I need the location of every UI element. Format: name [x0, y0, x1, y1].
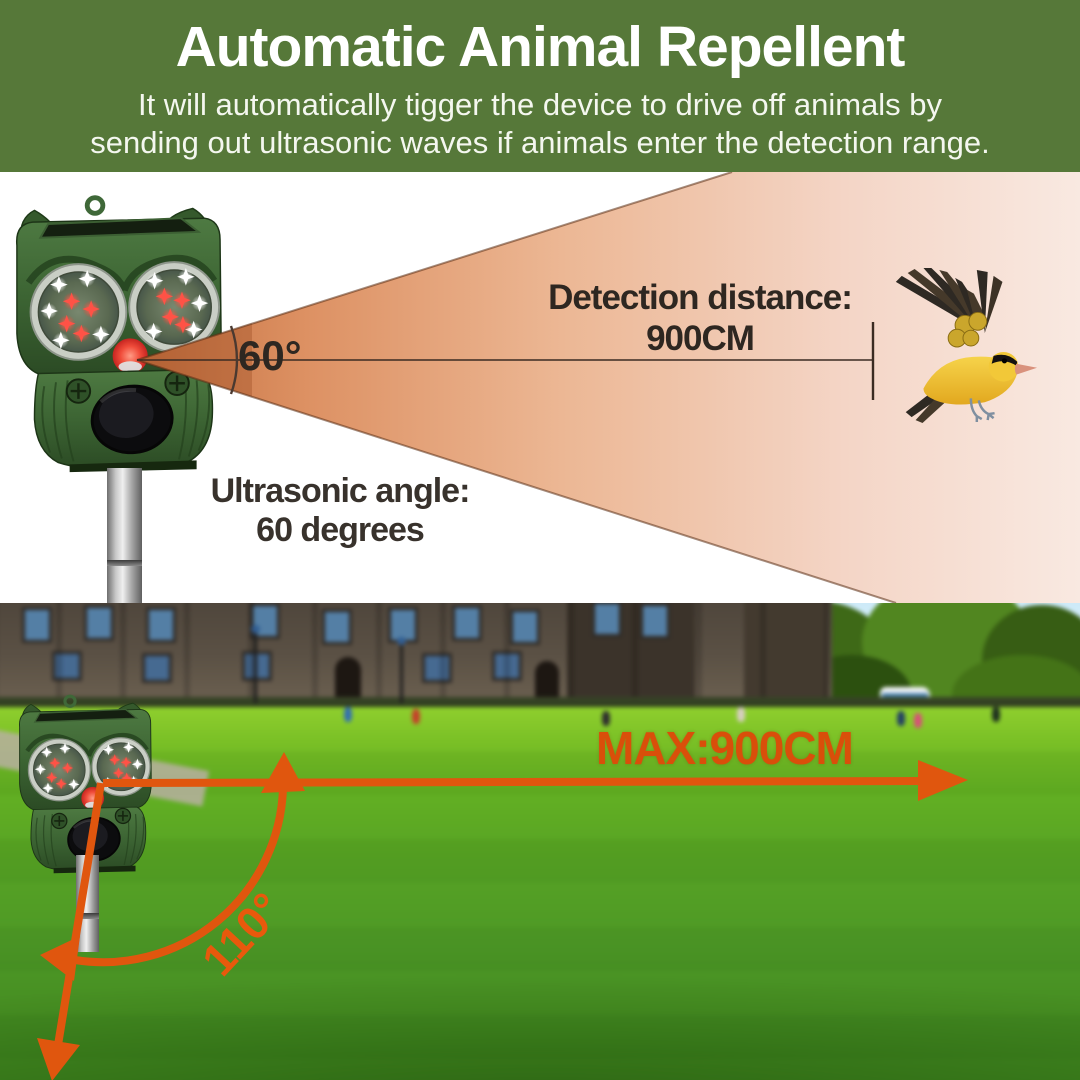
pole-joint [107, 560, 142, 566]
person [914, 713, 922, 728]
person [897, 711, 905, 726]
person [992, 707, 1000, 722]
person [344, 707, 352, 722]
person [602, 711, 610, 726]
detection-cone [136, 172, 1080, 603]
detection-distance-label: Detection distance: 900CM [510, 278, 890, 359]
ultrasonic-angle-label: Ultrasonic angle: 60 degrees [175, 472, 505, 550]
flying-bird-icon [895, 268, 1038, 424]
ultrasonic-angle-line1: Ultrasonic angle: [210, 472, 471, 510]
lamp-post [251, 625, 260, 703]
person [412, 709, 420, 724]
mounting-pole [107, 468, 142, 603]
lamp-post [397, 637, 406, 703]
person [737, 707, 745, 722]
lawn-photo-scene: MAX:900CM 110° [0, 603, 1080, 1080]
ultrasonic-angle-value: 60° [238, 332, 302, 379]
detection-diagram: 60° Detection distance: 900CM Ultrasonic… [0, 172, 1080, 603]
pole-joint [76, 913, 99, 919]
header-subtitle-line2: sending out ultrasonic waves if animals … [90, 125, 990, 160]
header-subtitle-line1: It will automatically tigger the device … [137, 87, 943, 122]
ultrasonic-angle-line2: 60 degrees [256, 511, 425, 550]
max-distance-label: MAX:900CM [596, 722, 854, 774]
header-banner: Automatic Animal Repellent It will autom… [0, 0, 1080, 172]
detection-distance-line1: Detection distance: [548, 278, 853, 317]
page-title: Automatic Animal Repellent [175, 15, 906, 79]
distance-and-angle-arrows [37, 752, 968, 1080]
detection-distance-line2: 900CM [646, 318, 755, 358]
